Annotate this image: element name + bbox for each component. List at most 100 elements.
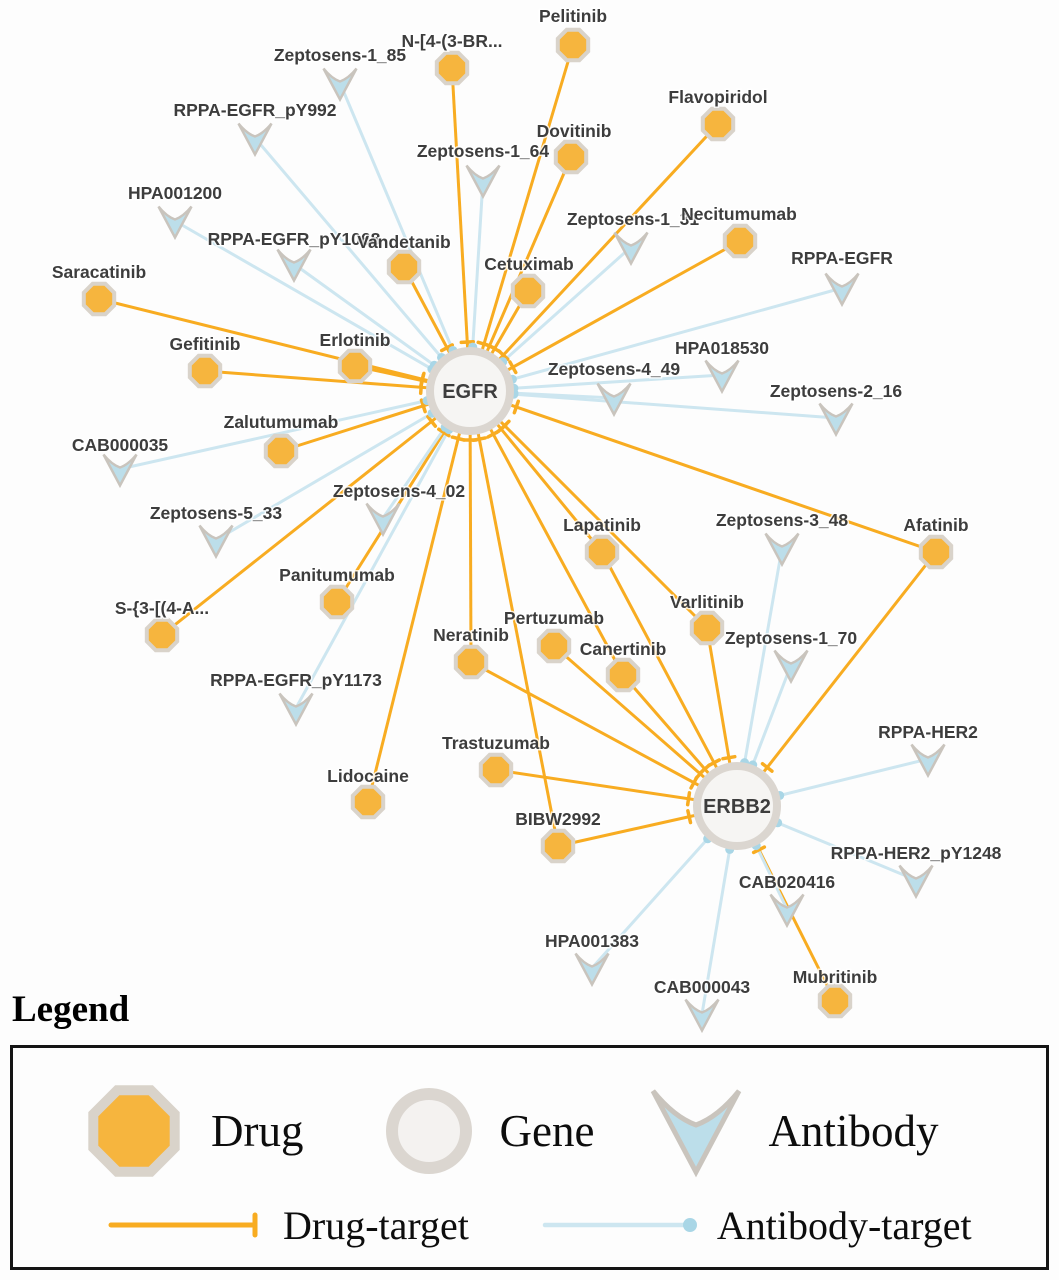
drug-node-label-bibw2992: BIBW2992 <box>515 809 601 829</box>
gene-node-erbb2 <box>693 762 781 850</box>
drug-node-n-4-3-br <box>434 50 470 86</box>
antibody-node-zeptosens-1-31 <box>613 231 649 267</box>
antibody-target-edge-zeptosens-2-16 <box>469 389 837 420</box>
drug-node-label-n-4-3-br: N-[4-(3-BR... <box>401 31 502 51</box>
drug-node-lidocaine <box>350 784 386 820</box>
legend-box: Drug Gene Antibody Drug-target <box>10 1045 1049 1270</box>
antibody-node-zeptosens-1-70 <box>773 649 809 685</box>
antibody-node-label-rppa-her2-py1248: RPPA-HER2_pY1248 <box>831 843 1002 863</box>
drug-node-s-3-4-a <box>144 617 180 653</box>
antibody-node-label-zeptosens-1-85: Zeptosens-1_85 <box>274 45 407 65</box>
antibody-node-label-zeptosens-1-70: Zeptosens-1_70 <box>725 628 858 648</box>
antibody-node-hpa018530 <box>704 359 740 395</box>
drug-node-label-dovitinib: Dovitinib <box>537 121 612 141</box>
antibody-node-cab000035 <box>102 453 138 489</box>
drug-node-pelitinib <box>555 27 591 63</box>
drug-node-label-gefitinib: Gefitinib <box>170 334 241 354</box>
drug-node-neratinib <box>453 644 489 680</box>
drug-target-endcap <box>486 429 501 439</box>
drug-node-varlitinib <box>689 610 725 646</box>
drug-target-endcap <box>439 343 455 353</box>
antibody-node-hpa001383 <box>574 952 610 988</box>
legend-item-gene: Gene <box>381 1083 594 1179</box>
drug-target-edge-n-4-3-br <box>450 67 472 392</box>
drug-target-endcap <box>512 399 521 415</box>
drug-node-lapatinib <box>584 534 620 570</box>
drug-node-label-afatinib: Afatinib <box>903 515 968 535</box>
antibody-node-label-zeptosens-1-64: Zeptosens-1_64 <box>417 141 550 161</box>
drug-target-endcap <box>450 435 466 442</box>
drug-node-pertuzumab <box>536 628 572 664</box>
drug-target-edge-canertinib <box>468 390 625 676</box>
legend-drug-label: Drug <box>211 1106 304 1156</box>
drug-target-edge-necitumumab <box>469 239 741 393</box>
antibody-node-zeptosens-2-16 <box>818 402 854 438</box>
antibody-node-label-rppa-egfr-py1068: RPPA-EGFR_pY1068 <box>208 229 381 249</box>
gene-node-egfr <box>426 347 514 435</box>
gene-node-icon <box>386 1088 473 1174</box>
drug-node-label-necitumumab: Necitumumab <box>681 204 797 224</box>
drug-target-edge-s-3-4-a <box>161 389 471 637</box>
drug-node-label-erlotinib: Erlotinib <box>320 330 391 350</box>
antibody-target-edge-hpa001200 <box>174 219 471 393</box>
drug-node-label-s-3-4-a: S-{3-[(4-A... <box>115 598 209 618</box>
drug-node-label-lapatinib: Lapatinib <box>563 515 641 535</box>
antibody-target-edge-cab000035 <box>119 389 471 471</box>
drug-node-label-neratinib: Neratinib <box>433 625 509 645</box>
antibody-target-edge-rppa-egfr-py1173 <box>294 390 472 709</box>
drug-node-label-panitumumab: Panitumumab <box>279 565 395 585</box>
drug-node-label-pelitinib: Pelitinib <box>539 6 607 26</box>
legend-node-row: Drug Gene Antibody <box>13 1072 1046 1190</box>
legend-item-drug-target: Drug-target <box>105 1202 469 1249</box>
drug-node-mubritinib <box>817 983 853 1019</box>
drug-node-label-mubritinib: Mubritinib <box>793 967 878 987</box>
drug-target-endcap <box>437 427 451 438</box>
drug-node-label-zalutumumab: Zalutumumab <box>224 412 339 432</box>
legend-antibody-label: Antibody <box>768 1106 939 1156</box>
antibody-node-label-cab000043: CAB000043 <box>654 977 751 997</box>
antibody-node-zeptosens-1-85 <box>322 67 358 103</box>
drug-node-label-varlitinib: Varlitinib <box>670 592 744 612</box>
gene-node-label-erbb2: ERBB2 <box>703 796 771 818</box>
legend-drug-target-label: Drug-target <box>283 1202 469 1248</box>
drug-target-network-canvas: Zeptosens-1_85RPPA-EGFR_pY992HPA001200RP… <box>50 5 1003 1034</box>
drug-target-endcap <box>508 360 518 375</box>
drug-target-edge-lidocaine <box>366 390 472 803</box>
drug-target-endcap <box>419 398 427 414</box>
antibody-node-rppa-her2-py1248 <box>898 864 934 900</box>
antibody-node-zeptosens-5-33 <box>198 524 234 560</box>
legend-gene-label: Gene <box>499 1106 595 1156</box>
drug-target-edge-neratinib <box>468 390 473 663</box>
gene-node-label-egfr: EGFR <box>442 381 498 403</box>
antibody-node-label-zeptosens-5-33: Zeptosens-5_33 <box>150 503 283 523</box>
drug-target-endcap <box>471 436 487 442</box>
legend-edge-row: Drug-target Antibody-target <box>13 1196 1046 1254</box>
antibody-node-label-hpa018530: HPA018530 <box>675 338 769 358</box>
antibody-node-label-zeptosens-1-31: Zeptosens-1_31 <box>567 209 700 229</box>
drug-target-edge-saracatinib <box>98 297 471 393</box>
antibody-target-edge-rppa-egfr <box>469 286 843 393</box>
drug-node-label-saracatinib: Saracatinib <box>52 262 146 282</box>
edge-endcaps-layer <box>418 339 785 855</box>
antibody-node-zeptosens-1-64 <box>465 164 501 200</box>
antibody-node-zeptosens-4-02 <box>365 502 401 538</box>
drug-node-necitumumab <box>722 223 758 259</box>
drug-node-cetuximab <box>510 273 546 309</box>
antibody-node-hpa001200 <box>157 205 193 241</box>
antibody-node-rppa-egfr-py992 <box>237 122 273 158</box>
antibody-target-edge-icon <box>542 1218 697 1232</box>
antibody-node-icon <box>651 1089 742 1178</box>
drug-node-flavopiridol <box>700 106 736 142</box>
drug-target-edge-gefitinib <box>204 369 471 393</box>
drug-target-endcap <box>426 414 438 428</box>
drug-node-dovitinib <box>553 139 589 175</box>
nodes-layer <box>81 27 954 1034</box>
antibody-target-edge-zeptosens-1-85 <box>338 82 472 392</box>
drug-node-canertinib <box>605 657 641 693</box>
drug-target-endcap <box>694 767 706 781</box>
legend-title: Legend <box>12 989 130 1030</box>
drug-target-endcap <box>487 343 502 354</box>
antibody-node-label-cab020416: CAB020416 <box>739 872 836 892</box>
antibody-node-label-cab000035: CAB000035 <box>72 435 169 455</box>
drug-node-bibw2992 <box>540 828 576 864</box>
